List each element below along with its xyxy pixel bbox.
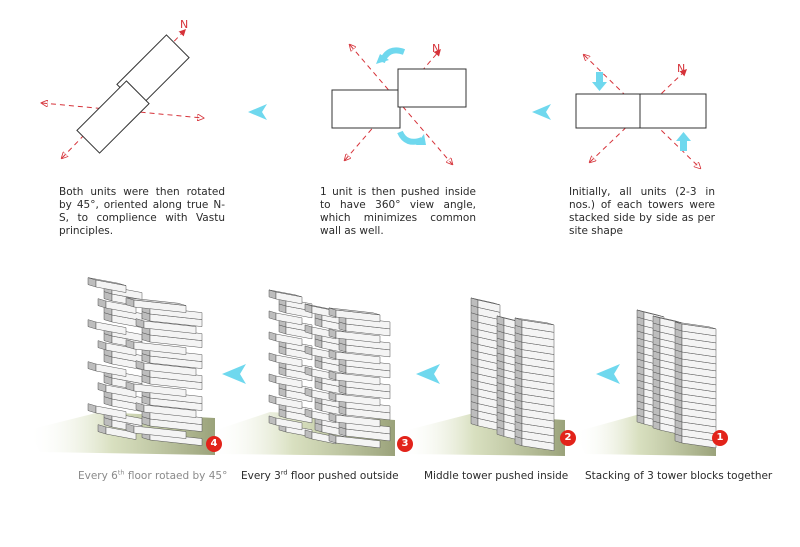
- caption-stack: Initially, all units (2-3 in nos.) of ea…: [569, 186, 715, 237]
- tower-step1-c: [674, 321, 717, 449]
- flow-chevron-icon: [532, 104, 551, 120]
- flow-chevron-icon: [596, 364, 620, 384]
- tower-step4-b: [125, 297, 203, 446]
- north-label: N: [180, 18, 188, 31]
- rotate-arrow-icon: [397, 130, 424, 145]
- caption-rotate: Both units were then rotated by 45°, ori…: [59, 186, 225, 237]
- step-badge-4: 4: [206, 436, 222, 452]
- caption-push: 1 unit is then pushed inside to have 360…: [320, 186, 476, 237]
- flow-chevron-icon: [222, 364, 246, 384]
- push-arrow-icon: [676, 132, 691, 151]
- north-label: N: [677, 62, 685, 75]
- push-arrow-icon: [592, 72, 607, 91]
- flow-chevron-icon: [416, 364, 440, 384]
- caption-step-3: Every 3rd floor pushed outside: [241, 468, 399, 482]
- initial-units-plan: N: [575, 55, 707, 168]
- tower-step2-c: [514, 317, 555, 451]
- caption-step-1: Stacking of 3 tower blocks together: [585, 470, 773, 482]
- caption-step-4: Every 6th floor rotaed by 45°: [78, 468, 228, 482]
- tower-step3-c: [328, 307, 391, 449]
- tower-step1-b: [652, 315, 683, 436]
- flow-chevron-icon: [248, 104, 267, 120]
- caption-step-2: Middle tower pushed inside: [424, 470, 569, 482]
- north-label: N: [432, 42, 440, 55]
- step-badge-2: 2: [560, 430, 576, 446]
- step-badge-3: 3: [397, 436, 413, 452]
- pushed-units-plan: N: [331, 42, 467, 164]
- rotated-units-plan: N: [42, 18, 203, 158]
- step-badge-1: 1: [712, 430, 728, 446]
- tower-step2-a: [470, 297, 501, 432]
